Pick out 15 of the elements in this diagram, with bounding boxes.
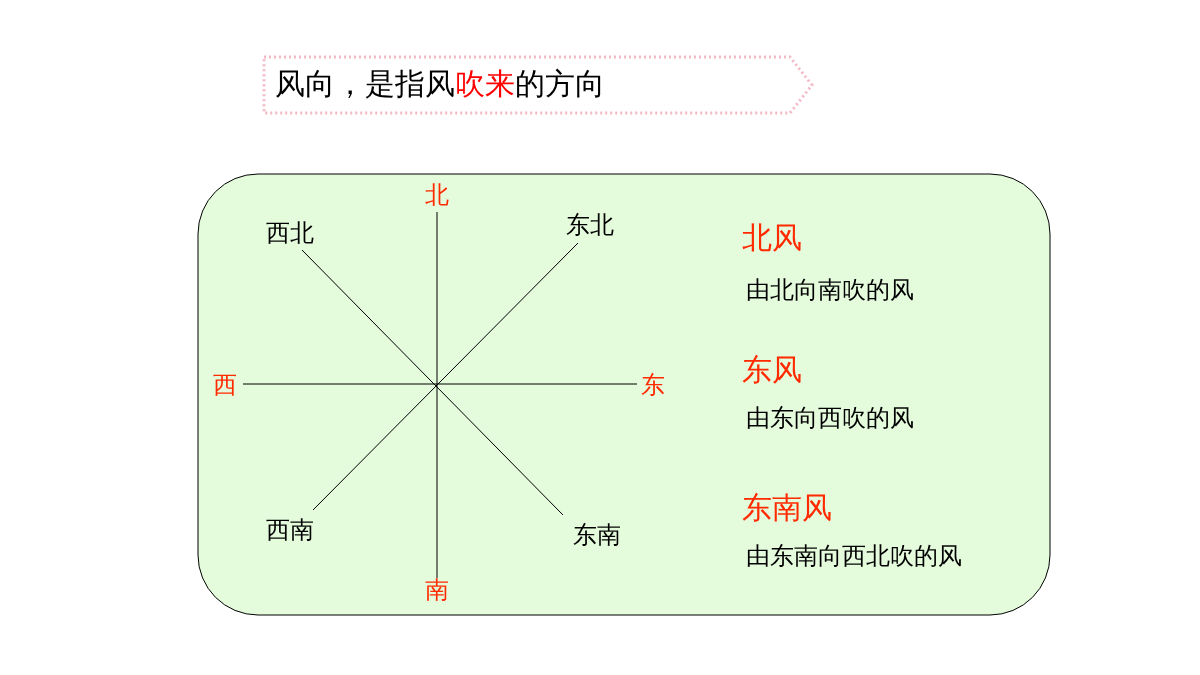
wind-description: 由东南向西北吹的风 (746, 541, 962, 571)
direction-label: 东 (641, 370, 665, 400)
direction-label: 西 (213, 370, 237, 400)
direction-label: 南 (425, 575, 449, 605)
direction-label: 西南 (266, 515, 314, 545)
direction-label: 北 (425, 180, 449, 210)
wind-name: 北风 (742, 220, 802, 256)
direction-label: 东南 (573, 520, 621, 550)
direction-label: 西北 (266, 218, 314, 248)
wind-name: 东南风 (742, 490, 832, 526)
direction-label: 东北 (566, 210, 614, 240)
wind-name: 东风 (742, 352, 802, 388)
title: 风向，是指风吹来的方向 (275, 66, 605, 102)
wind-description: 由北向南吹的风 (746, 275, 914, 305)
wind-description: 由东向西吹的风 (746, 403, 914, 433)
